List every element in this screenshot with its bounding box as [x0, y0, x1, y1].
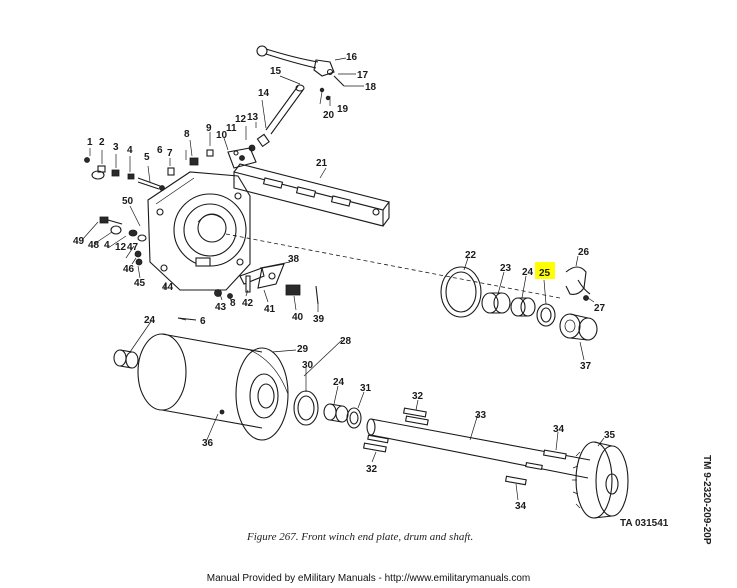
callout-11: 11 [226, 123, 237, 134]
callout-32-lower: 32 [366, 464, 378, 475]
callout-4-right: 4 [104, 240, 110, 251]
callout-47: 47 [127, 242, 139, 253]
callout-34-upper: 34 [553, 424, 565, 435]
callout-1: 1 [87, 137, 93, 148]
callout-20: 20 [323, 110, 335, 121]
pin-hardware [326, 68, 345, 87]
bushing-part [481, 292, 511, 314]
shift-rod-part [265, 84, 305, 135]
callout-6: 6 [157, 145, 163, 156]
callout-22: 22 [465, 250, 477, 261]
callout-25: 25 [539, 268, 551, 279]
lever-handle-part [256, 45, 335, 77]
callout-36: 36 [202, 438, 214, 449]
drum-seal-right [346, 407, 362, 429]
callout-28: 28 [340, 336, 352, 347]
drum-bushing-part [113, 349, 139, 369]
ta-number: TA 031541 [620, 518, 669, 529]
callout-21: 21 [316, 158, 328, 169]
callout-12-right: 12 [115, 242, 127, 253]
grease-fittings [189, 149, 214, 166]
left-hardware-row [84, 157, 175, 191]
callout-13: 13 [247, 112, 259, 123]
assembly-axis-line [225, 233, 561, 299]
bracket-plate [227, 147, 257, 169]
callout-24-upper: 24 [522, 267, 534, 278]
callout-19: 19 [337, 104, 349, 115]
callout-38: 38 [288, 254, 300, 265]
callout-18: 18 [365, 82, 377, 93]
callout-14: 14 [258, 88, 270, 99]
shaft-keys [363, 407, 567, 486]
callout-43: 43 [215, 302, 227, 313]
callout-34-lower: 34 [515, 501, 527, 512]
callout-10: 10 [216, 130, 228, 141]
callout-7: 7 [167, 148, 173, 159]
bushing-part-right [510, 297, 536, 317]
highlight-marker [535, 262, 555, 279]
callout-41: 41 [264, 304, 276, 315]
drive-gear-part [572, 441, 629, 519]
callout-17: 17 [357, 70, 369, 81]
channel-bracket-part [233, 163, 390, 227]
figure-caption: Figure 267. Front winch end plate, drum … [247, 531, 474, 543]
callout-49: 49 [73, 236, 85, 247]
callout-32-upper: 32 [412, 391, 424, 402]
oil-seal-part [536, 303, 556, 327]
seal-ring-part [440, 266, 482, 318]
end-plate-part [147, 171, 251, 291]
callout-5: 5 [144, 152, 150, 163]
sliding-collar-part [559, 313, 598, 341]
callout-35: 35 [604, 430, 616, 441]
rod-fittings [248, 133, 270, 152]
drum-pin-part [177, 317, 197, 321]
callout-8: 8 [184, 129, 190, 140]
leader-lines [81, 57, 605, 501]
callout-42: 42 [242, 298, 254, 309]
winch-drum-part [137, 333, 289, 441]
callout-30: 30 [302, 360, 314, 371]
end-plate-fasteners [99, 216, 147, 266]
detent-parts [214, 263, 319, 305]
drum-bushing-middle [323, 403, 349, 423]
callout-46: 46 [123, 264, 135, 275]
callout-15: 15 [270, 66, 282, 77]
callout-29: 29 [297, 344, 309, 355]
callout-39: 39 [313, 314, 325, 325]
callout-31: 31 [360, 383, 372, 394]
parts-artwork [81, 45, 629, 519]
callout-6-drum: 6 [200, 316, 206, 327]
callout-27: 27 [594, 303, 606, 314]
callout-16: 16 [346, 52, 358, 63]
callout-12: 12 [235, 114, 247, 125]
callout-45: 45 [134, 278, 146, 289]
callout-44: 44 [162, 282, 174, 293]
small-pins [319, 87, 331, 101]
callout-labels: 1 2 3 4 5 6 7 8 9 10 11 12 13 14 15 16 1… [73, 52, 616, 512]
callout-40: 40 [292, 312, 304, 323]
page-footer: Manual Provided by eMilitary Manuals - h… [206, 573, 531, 584]
callout-23: 23 [500, 263, 512, 274]
callout-3: 3 [113, 142, 119, 153]
callout-37: 37 [580, 361, 592, 372]
callout-33: 33 [475, 410, 487, 421]
callout-4: 4 [127, 145, 133, 156]
callout-26: 26 [578, 247, 590, 258]
callout-24-drum: 24 [144, 315, 156, 326]
drum-seal-part [293, 390, 319, 426]
callout-9: 9 [206, 123, 212, 134]
callout-50: 50 [122, 196, 134, 207]
tm-number: TM 9-2320-209-20P [701, 455, 712, 545]
shift-fork-part [565, 266, 591, 301]
callout-8-lower: 8 [230, 298, 236, 309]
callout-2: 2 [99, 137, 105, 148]
callout-24-lower: 24 [333, 377, 345, 388]
callout-48: 48 [88, 240, 100, 251]
